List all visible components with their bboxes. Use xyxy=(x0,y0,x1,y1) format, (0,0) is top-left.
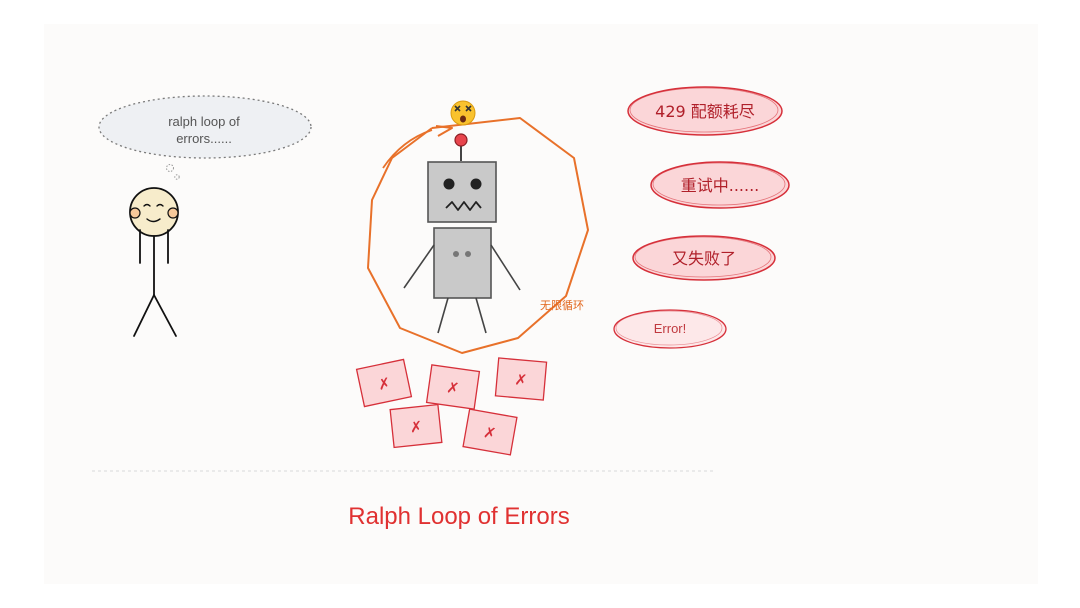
robot-right-leg xyxy=(475,297,487,334)
robot-body xyxy=(433,227,492,299)
robot-button-left xyxy=(453,251,459,257)
error-bubble-retry: 重试中...... xyxy=(650,161,790,209)
error-card: ✗ xyxy=(389,403,443,449)
loop-label: 无限循环 xyxy=(540,299,584,312)
loop-arrow-icon xyxy=(435,125,453,137)
stick-figure-mouth xyxy=(146,218,161,223)
error-card: ✗ xyxy=(425,364,481,410)
robot-right-eye xyxy=(470,178,482,190)
error-card: ✗ xyxy=(462,408,518,456)
robot-left-arm xyxy=(403,244,435,289)
stick-figure-left-leg xyxy=(133,294,155,337)
error-bubble-failed: 又失败了 xyxy=(632,235,776,281)
infinite-loop: 无限循环 xyxy=(367,117,589,354)
robot-right-arm xyxy=(490,244,521,291)
error-card-x-icon: ✗ xyxy=(376,374,392,394)
error-card-x-icon: ✗ xyxy=(482,423,498,443)
robot-mouth xyxy=(445,201,482,211)
error-bubble-generic: Error! xyxy=(613,309,727,349)
dizzy-face-icon xyxy=(450,100,476,126)
thought-text-line2: errors...... xyxy=(176,131,232,146)
loop-inner-stroke xyxy=(382,129,433,169)
robot xyxy=(403,133,521,334)
stick-figure-right-eye xyxy=(156,203,164,207)
stick-figure-right-leg xyxy=(153,294,177,337)
robot-head xyxy=(427,161,497,223)
robot-left-leg xyxy=(437,297,449,334)
error-card-x-icon: ✗ xyxy=(445,378,460,398)
error-card-x-icon: ✗ xyxy=(514,370,528,389)
robot-left-eye xyxy=(443,178,455,190)
thought-dot-small xyxy=(174,174,180,180)
thought-dot-large xyxy=(166,164,174,172)
robot-button-right xyxy=(465,251,471,257)
thought-bubble: ralph loop of errors...... xyxy=(98,95,312,180)
error-bubble-quota-text: 429 配额耗尽 xyxy=(655,102,755,121)
thought-text-line1: ralph loop of xyxy=(168,114,240,129)
error-card: ✗ xyxy=(494,357,548,401)
diagram-caption: Ralph Loop of Errors xyxy=(348,503,570,530)
error-bubble-quota: 429 配额耗尽 xyxy=(627,86,783,136)
stick-figure-left-cheek xyxy=(129,207,141,219)
error-bubble-failed-text: 又失败了 xyxy=(672,249,736,268)
error-card-x-icon: ✗ xyxy=(409,417,423,436)
error-bubble-retry-text: 重试中...... xyxy=(681,176,760,195)
loop-outline xyxy=(367,117,589,354)
robot-antenna-bulb xyxy=(454,133,468,147)
stick-figure-right-cheek xyxy=(167,207,179,219)
error-bubble-generic-text: Error! xyxy=(654,321,687,336)
error-card: ✗ xyxy=(355,358,413,408)
stick-figure xyxy=(129,187,179,337)
stick-figure-left-eye xyxy=(143,203,151,207)
